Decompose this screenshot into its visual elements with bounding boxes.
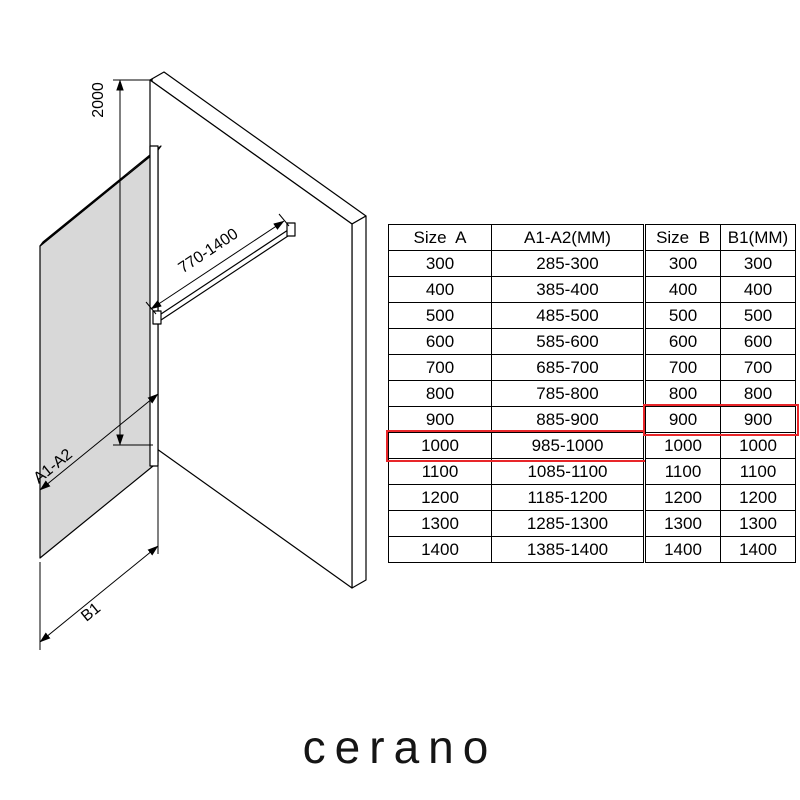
table-cell: 1200 [720,484,796,511]
table-cell: 600 [645,328,721,355]
column-header: Size A [388,224,492,251]
table-cell: 500 [645,302,721,329]
table-cell: 685-700 [491,354,644,381]
column-header: Size B [645,224,721,251]
wall-side-face [351,215,367,589]
brand-logo: cerano [302,721,498,773]
width-a-dim-line [39,393,159,491]
column-header: A1-A2(MM) [491,224,644,251]
table-cell: 1200 [645,484,721,511]
table-cell: 785-800 [491,380,644,407]
table-cell: 1385-1400 [491,536,644,563]
table-cell: 300 [388,250,492,277]
table-cell: 1400 [645,536,721,563]
table-cell: 800 [645,380,721,407]
table-cell: 485-500 [491,302,644,329]
table-cell: 700 [388,354,492,381]
table-cell: 985-1000 [491,432,644,459]
table-cell: 600 [720,328,796,355]
table-cell: 1000 [388,432,492,459]
table-cell: 285-300 [491,250,644,277]
table-cell: 300 [720,250,796,277]
wall-profile [149,145,159,467]
table-cell: 900 [388,406,492,433]
table-cell: 800 [720,380,796,407]
bar-wall-bracket [286,222,296,237]
table-cell: 500 [720,302,796,329]
table-cell: 385-400 [491,276,644,303]
table-cell: 1400 [388,536,492,563]
table-cell: 1000 [720,432,796,459]
table-cell: 1400 [720,536,796,563]
bar-ext-right [278,213,290,227]
table-cell: 585-600 [491,328,644,355]
installation-diagram: 2000 770-1400 A1-A2 B1 [10,60,390,720]
table-cell: 885-900 [491,406,644,433]
table-cell: 300 [645,250,721,277]
table-cell: 900 [720,406,796,433]
table-cell: 1285-1300 [491,510,644,537]
table-cell: 1085-1100 [491,458,644,485]
column-header: B1(MM) [720,224,796,251]
glass-panel [39,149,159,559]
table-cell: 500 [388,302,492,329]
table-cell: 400 [645,276,721,303]
table-cell: 900 [645,406,721,433]
wall-front-face [149,79,353,589]
table-cell: 400 [388,276,492,303]
table-cell: 1300 [645,510,721,537]
table-cell: 1185-1200 [491,484,644,511]
bar-dim-line [150,220,285,310]
technical-drawing: 2000 770-1400 A1-A2 B1 [31,71,367,650]
table-cell: 1200 [388,484,492,511]
table-cell: 1100 [388,458,492,485]
table-cell: 1100 [645,458,721,485]
table-cell: 400 [720,276,796,303]
bar-glass-clamp [152,310,162,325]
table-cell: 800 [388,380,492,407]
table-cell: 1100 [720,458,796,485]
table-cell: 1000 [645,432,721,459]
table-cell: 1300 [720,510,796,537]
table-cell: 1300 [388,510,492,537]
table-cell: 700 [720,354,796,381]
width-b-dim-label: B1 [78,600,104,626]
table-cell: 600 [388,328,492,355]
width-b-dim-line [39,545,159,643]
height-dim-label: 2000 [90,82,107,118]
table-cell: 700 [645,354,721,381]
